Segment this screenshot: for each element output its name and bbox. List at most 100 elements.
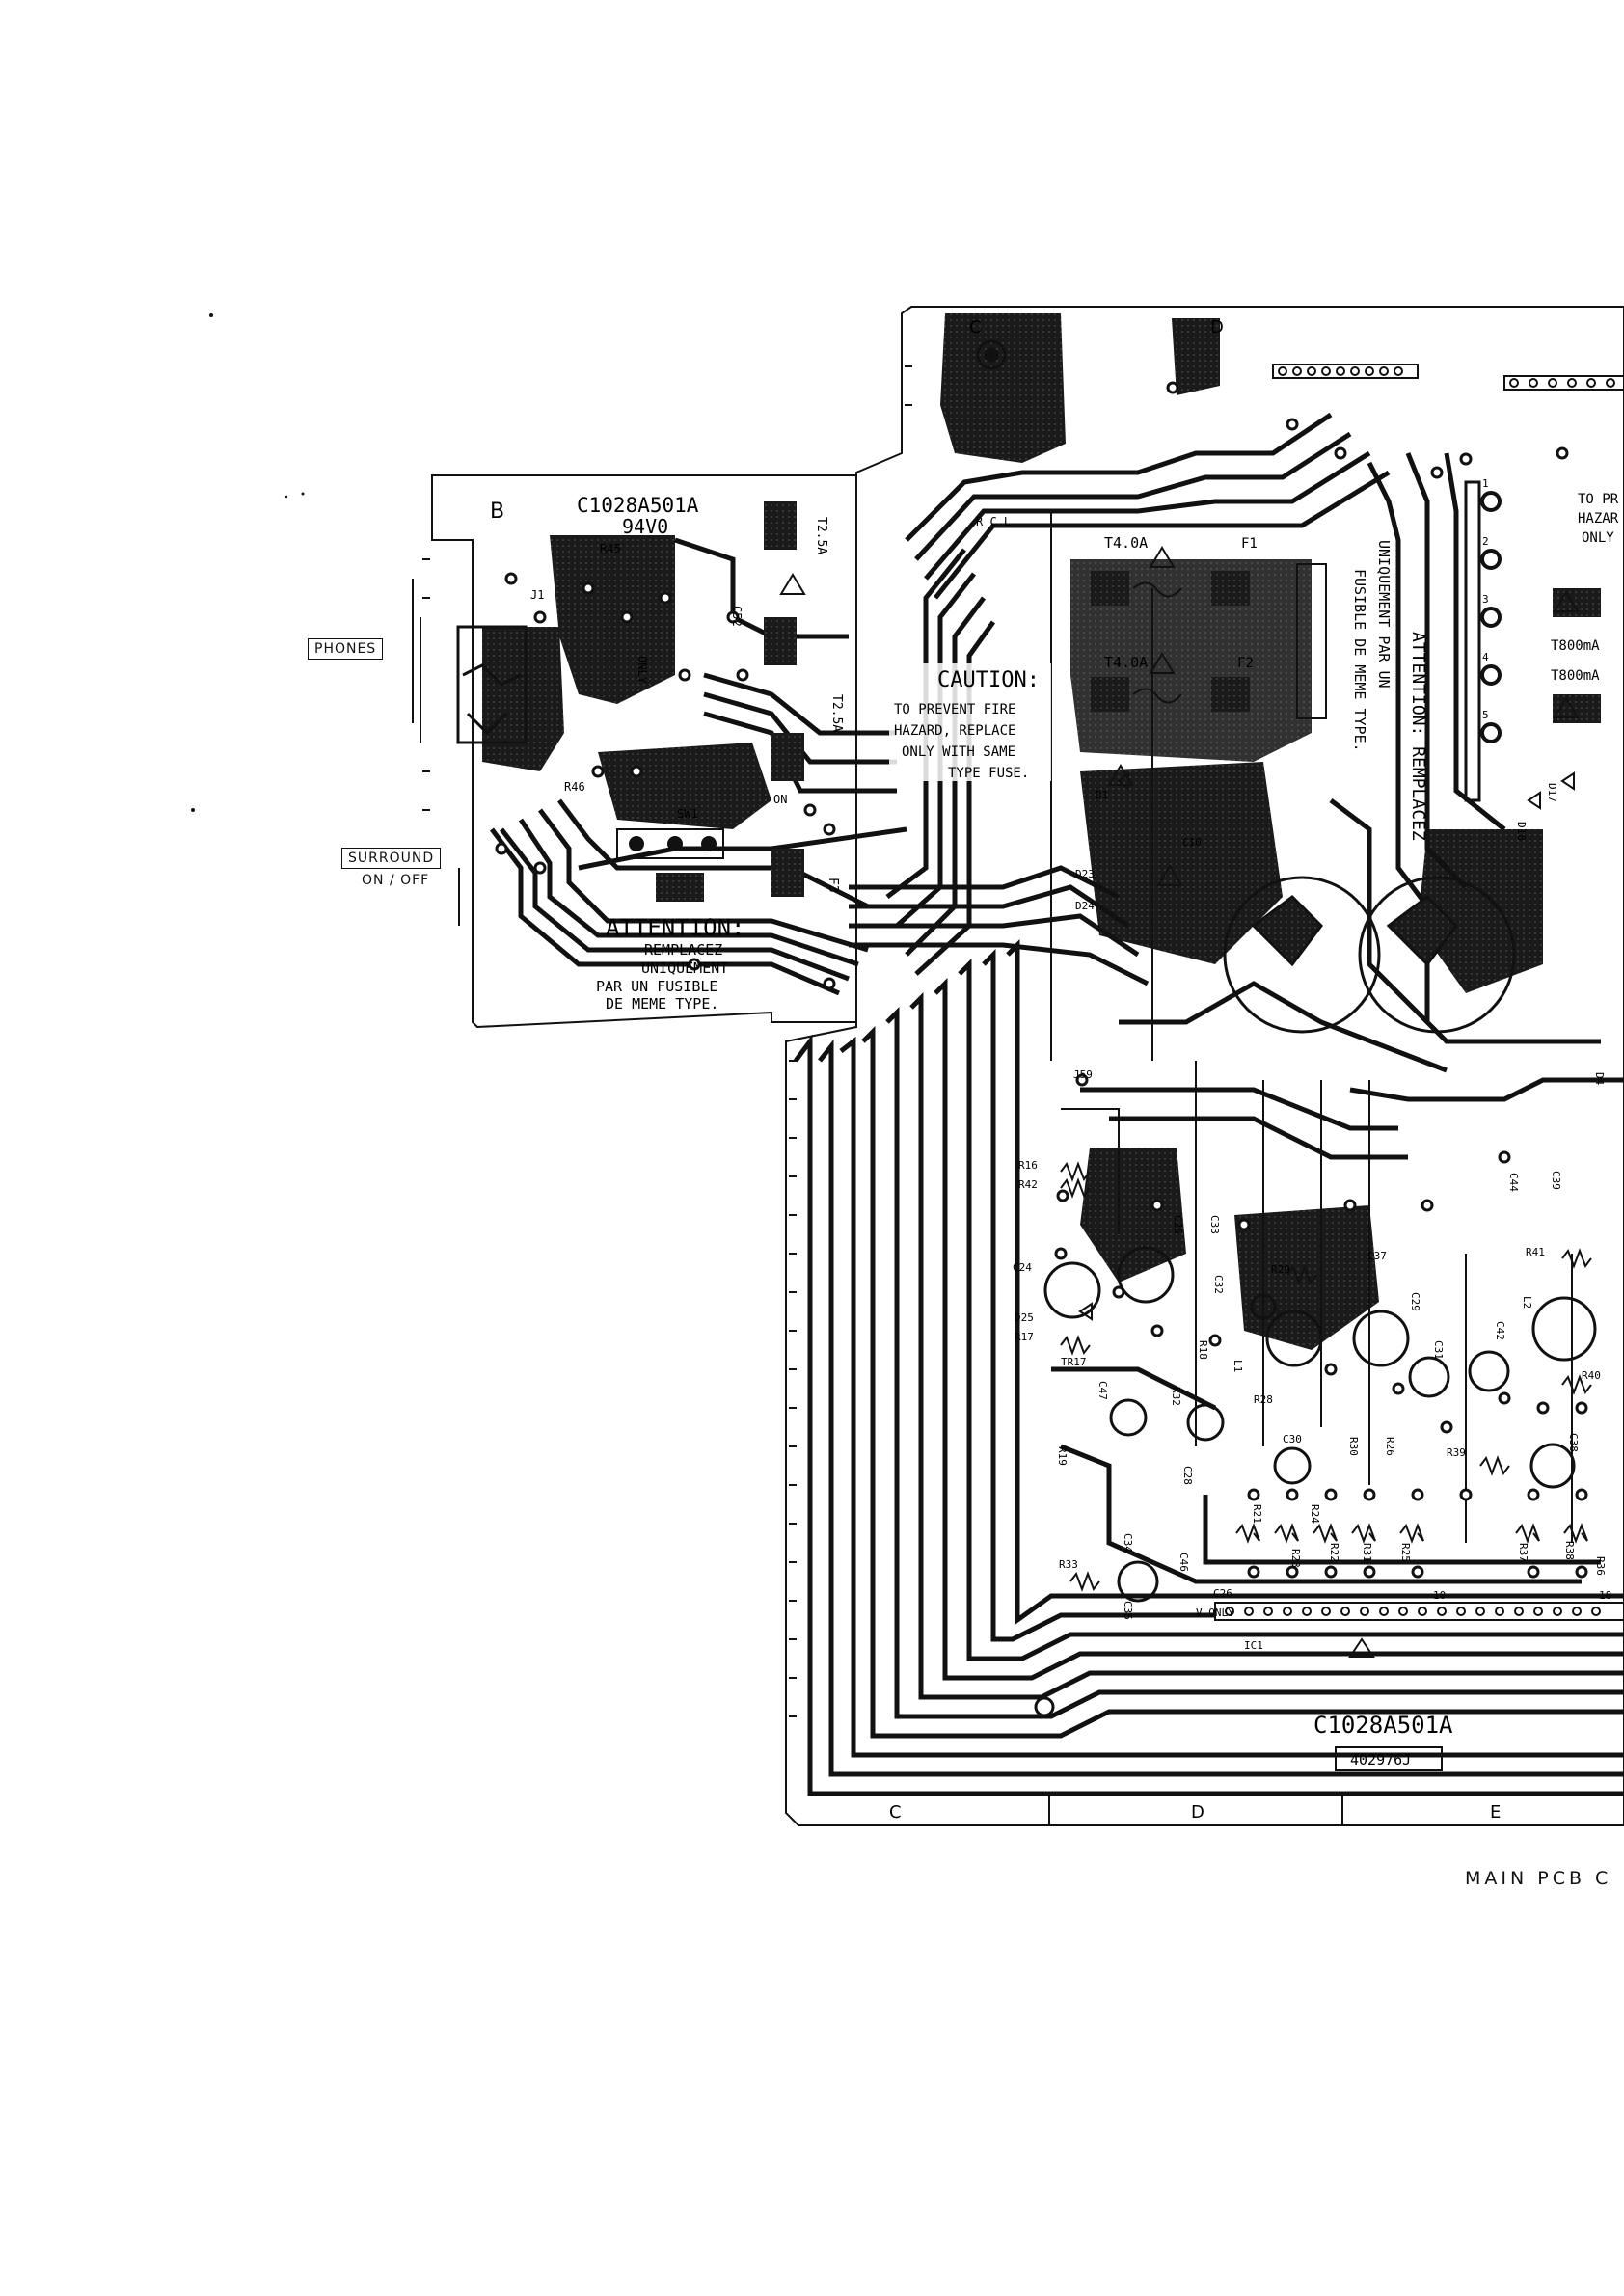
sub-attention-line-3: PAR UN FUSIBLE (596, 978, 717, 995)
component-c38: C38 (1567, 1433, 1580, 1452)
component-c47: C47 (1096, 1381, 1109, 1400)
component-c28: C28 (1181, 1466, 1194, 1485)
fuse-t800-1: T800mA (1551, 638, 1600, 654)
component-d25: D25 (1015, 1311, 1034, 1324)
sub-copper-pour-2 (482, 627, 564, 771)
attention-vertical-2: UNIQUEMENT PAR UN (1375, 540, 1393, 689)
component-c10: C10 (1182, 836, 1202, 849)
warning-triangle-icon (1348, 1637, 1375, 1658)
main-board-thin-traces (1050, 511, 1573, 1543)
sub-attention-line-1: REMPLACEZ (644, 941, 722, 959)
fuse-f2-rating: T4.0A (1104, 654, 1148, 671)
warning-triangle-icon (1156, 864, 1183, 886)
component-r42: R42 (1018, 1178, 1038, 1191)
component-c33: C33 (1208, 1215, 1221, 1234)
main-pads (1054, 381, 1588, 1579)
grid-letter-top-c: C (969, 317, 982, 338)
right-caution-3: ONLY (1582, 530, 1614, 546)
phones-label: PHONES (308, 638, 384, 660)
attention-vertical-3: FUSIBLE DE MEME TYPE. (1351, 569, 1368, 752)
component-labels: D1 D23 D24 C10 J59 R16 R42 C25 C33 C24 D… (976, 515, 1611, 1652)
main-board-code-box (1335, 1746, 1443, 1771)
warning-triangle-icon (1553, 590, 1580, 612)
on-off-label: ON / OFF (362, 873, 430, 888)
grid-letter-bottom-e: E (1490, 1802, 1501, 1823)
attention-vertical-1: ATTENTION: REMPLACEZ (1408, 632, 1428, 841)
sub-attention-warning: ATTENTION: REMPLACEZ UNIQUEMENT PAR UN F… (596, 914, 745, 1013)
component-d1: D1 (1096, 789, 1108, 801)
sub-copper-pour-1 (550, 535, 675, 704)
component-r17: R17 (1015, 1331, 1034, 1343)
component-r38: R38 (1563, 1541, 1576, 1560)
component-r26: R26 (1384, 1437, 1396, 1456)
connector-strip (1464, 480, 1502, 802)
grid-letter-top-d: D (1210, 317, 1224, 338)
grid-letter-bottom-d: D (1191, 1802, 1204, 1823)
surround-label: SURROUND (341, 848, 442, 869)
component-c52: C52 (730, 606, 744, 627)
component-only: ONLY (636, 656, 649, 685)
warning-triangle-icon (1553, 696, 1580, 718)
main-copper-pour-lower (1080, 1148, 1186, 1283)
sub-attention-title: ATTENTION: (606, 914, 745, 941)
component-d17: D17 (1546, 783, 1558, 802)
component-c29: C29 (1409, 1292, 1421, 1311)
connector-pin-1: 1 (1482, 477, 1489, 490)
sub-fuse-clips (764, 501, 804, 897)
main-copper-pour-fuses (1070, 559, 1312, 762)
main-copper-pour-right-top (1172, 318, 1220, 395)
sub-fuse-label-1: T2.5A (814, 517, 828, 554)
component-l2: L2 (1521, 1296, 1533, 1309)
component-c26: C26 (1213, 1587, 1232, 1600)
component-d18: D18 (1515, 822, 1528, 841)
component-r19: R19 (1056, 1446, 1069, 1466)
resistors (1060, 1161, 1592, 1592)
sub-board-part: C1028A501A (577, 494, 699, 517)
component-on: ON (773, 793, 787, 806)
component-c42: C42 (1494, 1321, 1506, 1340)
main-board-part: C1028A501A (1313, 1712, 1453, 1739)
component-r24: R24 (1309, 1504, 1321, 1524)
component-r18: R18 (1197, 1340, 1209, 1360)
sub-attention-line-2: UNIQUEMENT (641, 959, 728, 977)
component-c30: C30 (1283, 1433, 1302, 1445)
sub-copper-pour-3 (598, 743, 771, 829)
component-c46: C46 (1177, 1553, 1190, 1572)
warning-triangle-icon (1107, 764, 1134, 786)
header-pins-top (1272, 364, 1624, 391)
component-r39: R39 (1447, 1446, 1466, 1459)
component-c39: C39 (1550, 1171, 1562, 1190)
fuse-f1-rating: T4.0A (1104, 534, 1148, 552)
caution-line-3: ONLY WITH SAME (902, 744, 1015, 760)
warning-triangle-icon (1149, 546, 1176, 568)
component-sw1: SW1 (677, 807, 698, 821)
fuse-f1-name: F1 (1241, 536, 1258, 552)
component-r33: R33 (1059, 1558, 1078, 1571)
component-c37: C37 (1367, 1250, 1387, 1262)
grid-letter-bottom-c: C (889, 1802, 902, 1823)
filter-capacitors (1223, 876, 1516, 1034)
main-copper-pour-top (940, 313, 1066, 463)
connector-pin-2: 2 (1482, 535, 1489, 548)
phones-jack (412, 579, 528, 744)
component-r40: R40 (1582, 1369, 1601, 1382)
component-c32: C32 (1212, 1275, 1225, 1294)
main-copper-pour-mid (1080, 762, 1283, 964)
main-board-code: 402976J (1350, 1751, 1411, 1769)
caution-warning: CAUTION: TO PREVENT FIRE HAZARD, REPLACE… (889, 663, 1051, 781)
fuse-t800-2: T800mA (1551, 668, 1600, 684)
right-caution-1: TO PR (1578, 492, 1619, 507)
surround-switch (458, 828, 724, 926)
component-r23: R23 (1289, 1549, 1302, 1568)
component-j59: J59 (1073, 1068, 1093, 1081)
component-c35: C35 (1122, 1601, 1134, 1620)
component-c34: C34 (1122, 1533, 1134, 1553)
pcb-caption: MAIN PCB C (1465, 1868, 1612, 1889)
component-pin-18: 18 (1599, 1589, 1611, 1602)
component-r29: R29 (1271, 1263, 1290, 1276)
rcl-label: R C L (976, 515, 1011, 528)
component-r45: R45 (600, 542, 621, 555)
caution-line-2: HAZARD, REPLACE (894, 723, 1015, 739)
connector-pin-3: 3 (1482, 593, 1489, 606)
sub-attention-line-4: DE MEME TYPE. (606, 995, 718, 1013)
